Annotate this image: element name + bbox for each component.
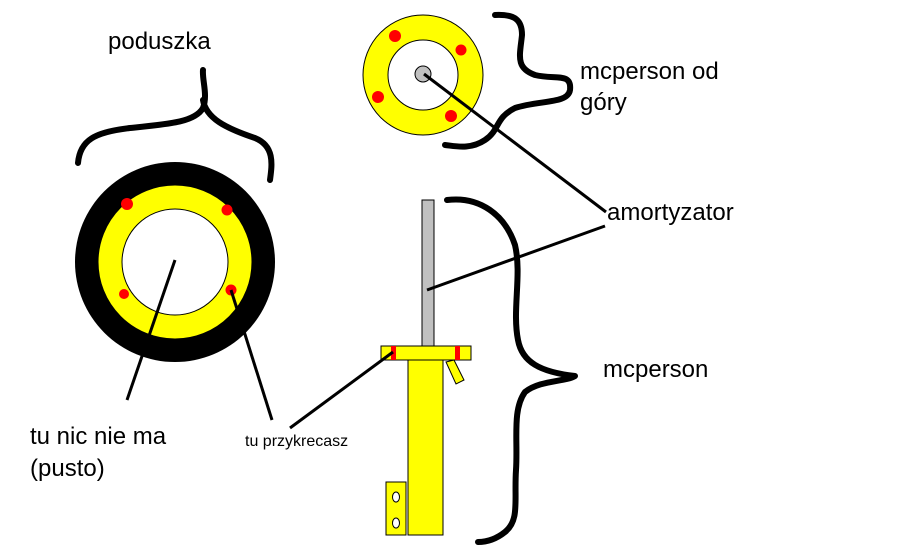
strut-body [407, 359, 444, 536]
bolt-hole [221, 204, 233, 216]
strut [380, 199, 472, 536]
knuckle-bracket [385, 481, 407, 536]
bolt-hole [445, 110, 457, 122]
top-view-mount [362, 14, 484, 136]
top-view-brace [442, 11, 574, 150]
shock-rod-top [414, 65, 432, 83]
label-amortyzator: amortyzator [607, 199, 734, 226]
bolt-mark [455, 346, 460, 360]
mcperson-brace [444, 196, 578, 545]
bolt-hole [119, 289, 129, 299]
label-top-view-line1: mcperson od [580, 58, 719, 85]
label-poduszka: poduszka [108, 28, 211, 55]
label-screw-here: tu przykrecasz [245, 433, 349, 450]
shock-rod [421, 199, 435, 347]
bolt-hole [455, 44, 467, 56]
label-empty-line2: (pusto) [30, 455, 105, 482]
label-empty-line1: tu nic nie ma [30, 423, 167, 450]
bolt-hole [389, 30, 401, 42]
bolt-hole [121, 198, 133, 210]
label-mcperson: mcperson [603, 356, 709, 383]
bolt-hole [372, 91, 384, 103]
label-top-view-line2: góry [580, 89, 627, 116]
cushion-brace [75, 67, 275, 183]
braces [75, 11, 578, 545]
tab [445, 359, 465, 385]
